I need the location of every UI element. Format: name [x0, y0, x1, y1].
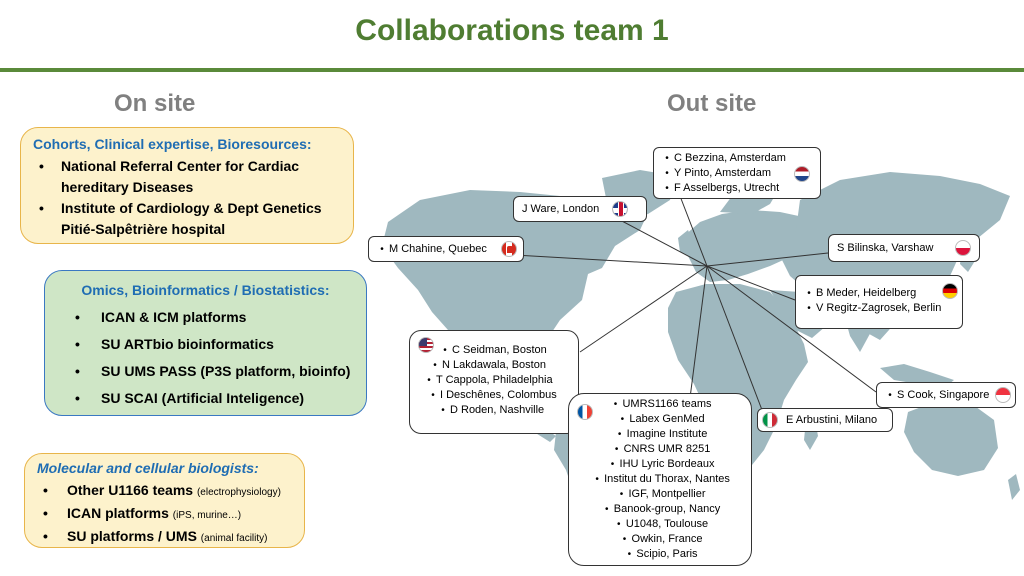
- biologists-item-note: (iPS, murine…): [172, 510, 242, 521]
- omics-heading: Omics, Bioinformatics / Biostatistics:: [81, 282, 330, 298]
- netherlands-callout: •C Bezzina, Amsterdam •Y Pinto, Amsterda…: [653, 147, 821, 199]
- connector-warsaw: [706, 252, 829, 267]
- singapore-label: S Cook, Singapore: [897, 389, 990, 401]
- biologists-item-main: SU platforms / UMS: [67, 528, 197, 544]
- uk-flag-icon: [612, 201, 628, 217]
- poland-flag-icon: [955, 240, 971, 256]
- omics-panel: Omics, Bioinformatics / Biostatistics: I…: [44, 270, 367, 416]
- milano-label: E Arbustini, Milano: [786, 414, 878, 426]
- usa-item: N Lakdawala, Boston: [442, 359, 546, 371]
- cohorts-item: Institute of Cardiology & Dept Genetics: [33, 198, 341, 219]
- italy-flag-icon: [762, 412, 778, 428]
- connector-germany: [706, 265, 796, 301]
- britain-landmass: [678, 230, 694, 256]
- netherlands-item: Y Pinto, Amsterdam: [674, 167, 772, 179]
- france-flag-icon: [577, 404, 593, 420]
- canada-flag-icon: [501, 241, 517, 257]
- usa-callout: •C Seidman, Boston •N Lakdawala, Boston …: [409, 330, 579, 434]
- netherlands-item: C Bezzina, Amsterdam: [674, 152, 786, 164]
- cohorts-item-cont: hereditary Diseases: [61, 179, 194, 195]
- on-site-heading: On site: [114, 90, 196, 117]
- netherlands-flag-icon: [794, 166, 810, 182]
- biologists-item: Other U1166 teams (electrophysiology): [37, 480, 292, 503]
- germany-callout: •B Meder, Heidelberg •V Regitz-Zagrosek,…: [795, 275, 963, 329]
- netherlands-item: F Asselbergs, Utrecht: [674, 182, 780, 194]
- france-item: CNRS UMR 8251: [623, 443, 711, 455]
- omics-item: SU SCAI (Artificial Inteligence): [57, 385, 354, 412]
- new-zealand-landmass: [1008, 474, 1020, 500]
- europe-landmass: [684, 210, 816, 282]
- biologists-heading: Molecular and cellular biologists:: [37, 460, 259, 476]
- germany-item: V Regitz-Zagrosek, Berlin: [816, 302, 942, 314]
- cohorts-item: National Referral Center for Cardiac: [33, 156, 341, 177]
- page-title: Collaborations team 1: [355, 14, 669, 47]
- usa-item: I Deschênes, Colombus: [440, 389, 557, 401]
- france-item: Banook-group, Nancy: [613, 503, 721, 515]
- omics-item: SU ARTbio bioinformatics: [57, 331, 354, 358]
- connector-london: [619, 219, 708, 267]
- france-item: U1048, Toulouse: [625, 518, 709, 530]
- france-item: Imagine Institute: [626, 428, 708, 440]
- germany-flag-icon: [942, 283, 958, 299]
- biologists-item-note: (electrophysiology): [196, 487, 281, 498]
- london-callout: J Ware, London: [513, 196, 647, 222]
- omics-item: SU UMS PASS (P3S platform, bioinfo): [57, 358, 354, 385]
- biologists-item: ICAN platforms (iPS, murine…): [37, 503, 292, 526]
- connector-france: [689, 265, 708, 399]
- france-item: Institut du Thorax, Nantes: [604, 473, 730, 485]
- biologists-item-main: Other U1166 teams: [67, 482, 194, 498]
- usa-flag-icon: [418, 337, 434, 353]
- france-item: IGF, Montpellier: [628, 488, 706, 500]
- cohorts-heading: Cohorts, Clinical expertise, Bioresource…: [33, 136, 312, 152]
- usa-item: T Cappola, Philadelphia: [436, 374, 553, 386]
- france-item: Labex GenMed: [629, 413, 705, 425]
- quebec-label: M Chahine, Quebec: [389, 243, 487, 255]
- cohorts-item-cont: Pitié-Salpêtrière hospital: [61, 221, 226, 237]
- warsaw-label: S Bilinska, Varshaw: [837, 242, 934, 254]
- france-item: IHU Lyric Bordeaux: [619, 458, 715, 470]
- usa-item: D Roden, Nashville: [450, 404, 545, 416]
- germany-item: B Meder, Heidelberg: [816, 287, 917, 299]
- biologists-panel: Molecular and cellular biologists: Other…: [24, 453, 305, 548]
- connector-singapore: [706, 265, 877, 393]
- connector-usa: [579, 265, 708, 353]
- connector-quebec: [496, 253, 708, 267]
- quebec-callout: •M Chahine, Quebec: [368, 236, 524, 262]
- connector-milano: [706, 265, 763, 411]
- singapore-flag-icon: [995, 387, 1011, 403]
- milano-callout: E Arbustini, Milano: [757, 408, 893, 432]
- cohorts-panel: Cohorts, Clinical expertise, Bioresource…: [20, 127, 354, 244]
- title-divider: [0, 68, 1024, 72]
- out-site-heading: Out site: [667, 90, 757, 117]
- france-callout: •UMRS1166 teams •Labex GenMed •Imagine I…: [568, 393, 752, 566]
- france-item: Owkin, France: [631, 533, 703, 545]
- warsaw-callout: S Bilinska, Varshaw: [828, 234, 980, 262]
- france-item: Scipio, Paris: [636, 548, 698, 560]
- omics-item: ICAN & ICM platforms: [57, 304, 354, 331]
- connector-netherlands: [679, 195, 708, 267]
- biologists-item-main: ICAN platforms: [67, 505, 169, 521]
- singapore-callout: •S Cook, Singapore: [876, 382, 1016, 408]
- london-label: J Ware, London: [522, 203, 600, 215]
- usa-item: C Seidman, Boston: [452, 344, 547, 356]
- biologists-item-note: (animal facility): [200, 533, 268, 544]
- france-item: UMRS1166 teams: [622, 398, 712, 410]
- biologists-item: SU platforms / UMS (animal facility): [37, 526, 292, 549]
- australia-landmass: [904, 400, 998, 476]
